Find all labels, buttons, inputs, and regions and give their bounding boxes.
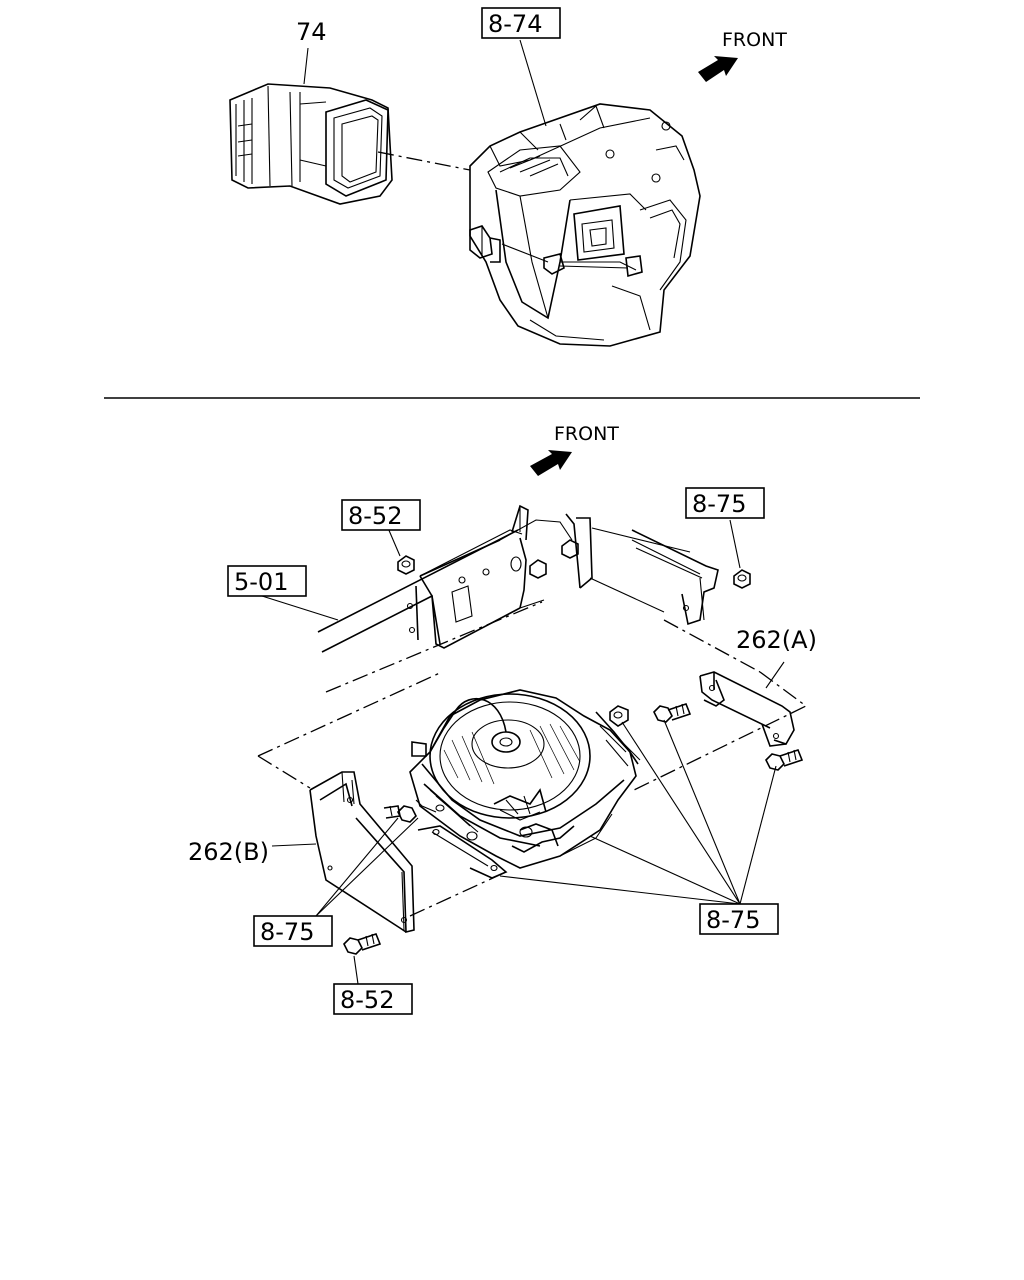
- front-label-bottom: FRONT: [554, 423, 619, 445]
- heater-unit-8-74: [469, 103, 701, 347]
- ref-box-8-52-top: [341, 499, 421, 531]
- ref-box-5-01: [227, 565, 307, 597]
- ref-label-8-75-left: 8-75: [260, 918, 314, 946]
- nut-right: [609, 705, 629, 727]
- frame-member-5-01: [317, 504, 691, 653]
- front-arrow-icon-bottom: [530, 450, 572, 476]
- bracket-262b: [309, 771, 415, 934]
- part-number-262a: 262(A): [736, 626, 817, 654]
- condenser-fan-assembly: [409, 689, 641, 879]
- ref-box-8-52-bottom: [333, 983, 413, 1015]
- part-number-74: 74: [296, 18, 327, 46]
- bracket-8-75-top: [631, 519, 751, 626]
- front-label-top: FRONT: [722, 29, 787, 51]
- duct-part-74: [229, 83, 393, 205]
- bracket-262a: [699, 661, 795, 747]
- bottom-view: FRONT: [188, 423, 817, 1015]
- bolt-right-lower: [765, 749, 804, 771]
- ref-label-5-01: 5-01: [234, 568, 288, 596]
- bolt-right-upper: [653, 703, 692, 723]
- nut-frame-a: [529, 559, 547, 579]
- ref-box-8-75-left: [253, 915, 333, 947]
- nut-8-52-top: [387, 527, 415, 575]
- front-arrow-icon-top: [698, 56, 738, 82]
- ref-label-8-74: 8-74: [488, 10, 542, 38]
- top-view: 74 8-74 FRONT: [229, 7, 787, 347]
- ref-label-8-52-bottom: 8-52: [340, 986, 394, 1014]
- nut-frame-b: [561, 539, 579, 559]
- ref-label-8-75-top: 8-75: [692, 490, 746, 518]
- bolt-8-52-bottom: [343, 933, 382, 955]
- ref-box-8-75-right: [699, 903, 779, 935]
- bolt-left-8-75: [383, 805, 417, 823]
- ref-label-8-52-top: 8-52: [348, 502, 402, 530]
- ref-box-8-75-top: [685, 487, 765, 519]
- part-number-262b: 262(B): [188, 838, 269, 866]
- ref-label-8-75-right: 8-75: [706, 906, 760, 934]
- ref-box-8-74: [481, 7, 561, 39]
